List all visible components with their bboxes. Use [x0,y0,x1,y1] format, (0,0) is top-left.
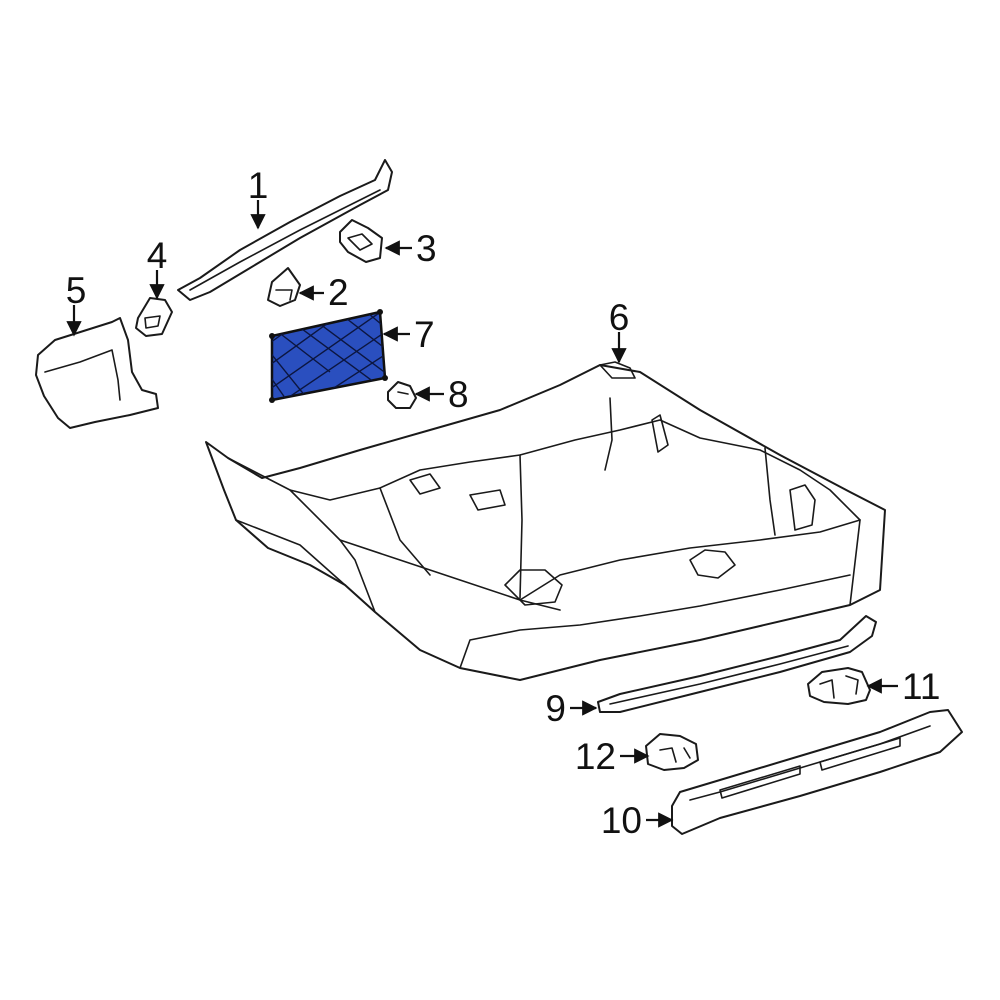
part-5-kick-panel[interactable] [35,317,159,429]
callout-4: 4 [147,235,168,276]
part-9-sill-strip[interactable] [597,615,877,713]
callout-7: 7 [414,314,435,355]
part-2-clip[interactable] [267,267,301,307]
callout-11: 11 [902,666,940,707]
part-6-floor-carpet[interactable] [205,361,886,681]
callout-labels: 1 2 3 4 5 6 7 8 9 10 11 12 [66,165,941,841]
callout-9: 9 [545,688,566,729]
callout-leaders [66,200,898,828]
callout-5: 5 [66,270,87,311]
part-1-pillar-trim[interactable] [177,159,393,301]
callout-8: 8 [448,374,469,415]
part-8-hook[interactable] [387,381,417,409]
part-10-door-sill[interactable] [671,709,963,835]
callout-1: 1 [248,165,269,206]
part-4-clip[interactable] [135,297,173,337]
part-3-bracket[interactable] [339,219,383,263]
callout-2: 2 [328,272,349,313]
part-7-cargo-net[interactable] [260,298,400,410]
part-12-bracket[interactable] [645,733,699,771]
callout-10: 10 [601,800,642,841]
callout-12: 12 [575,736,616,777]
callout-6: 6 [609,297,630,338]
part-11-bracket[interactable] [807,667,871,705]
callout-3: 3 [416,228,437,269]
